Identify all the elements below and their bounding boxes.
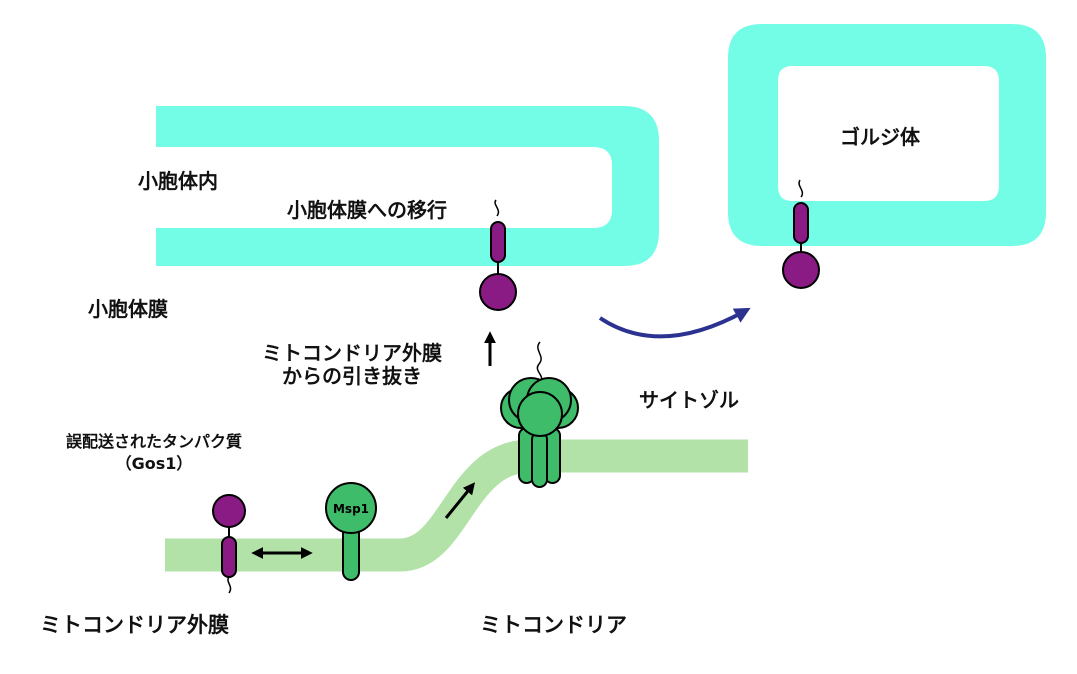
golgi-shape [728,24,1046,246]
mistargeted-label: 誤配送されたタンパク質 （Gos1） [35,432,273,474]
msp1-label: Msp1 [333,502,369,516]
gos1-golgi-protein [782,179,820,289]
extraction-line1: ミトコンドリア外膜 [262,341,442,365]
mito-membrane-shape [165,439,748,572]
gos1-er-protein [479,199,517,311]
er-transfer-label: 小胞体膜への移行 [287,198,447,222]
extraction-label: ミトコンドリア外膜 からの引き抜き [236,342,468,388]
gos1-mito-protein [212,494,246,594]
mito-outer-membrane-label: ミトコンドリア外膜 [40,613,229,637]
golgi-label: ゴルジ体 [840,125,920,149]
mistargeted-line1: 誤配送されたタンパク質 [65,432,242,451]
mitochondria-label: ミトコンドリア [480,613,627,637]
mistargeted-line2: （Gos1） [115,454,193,474]
msp1-protein [325,482,377,581]
golgi-transport-arrow [598,307,751,339]
er-membrane-label: 小胞体膜 [88,297,168,321]
msp1-hexamer [500,341,579,488]
extraction-line2: からの引き抜き [282,364,422,388]
diagonal-arrow [444,482,476,519]
er-membrane-shape [156,106,659,266]
er-lumen-label: 小胞体内 [138,169,218,193]
cytosol-label: サイトゾル [639,388,739,412]
